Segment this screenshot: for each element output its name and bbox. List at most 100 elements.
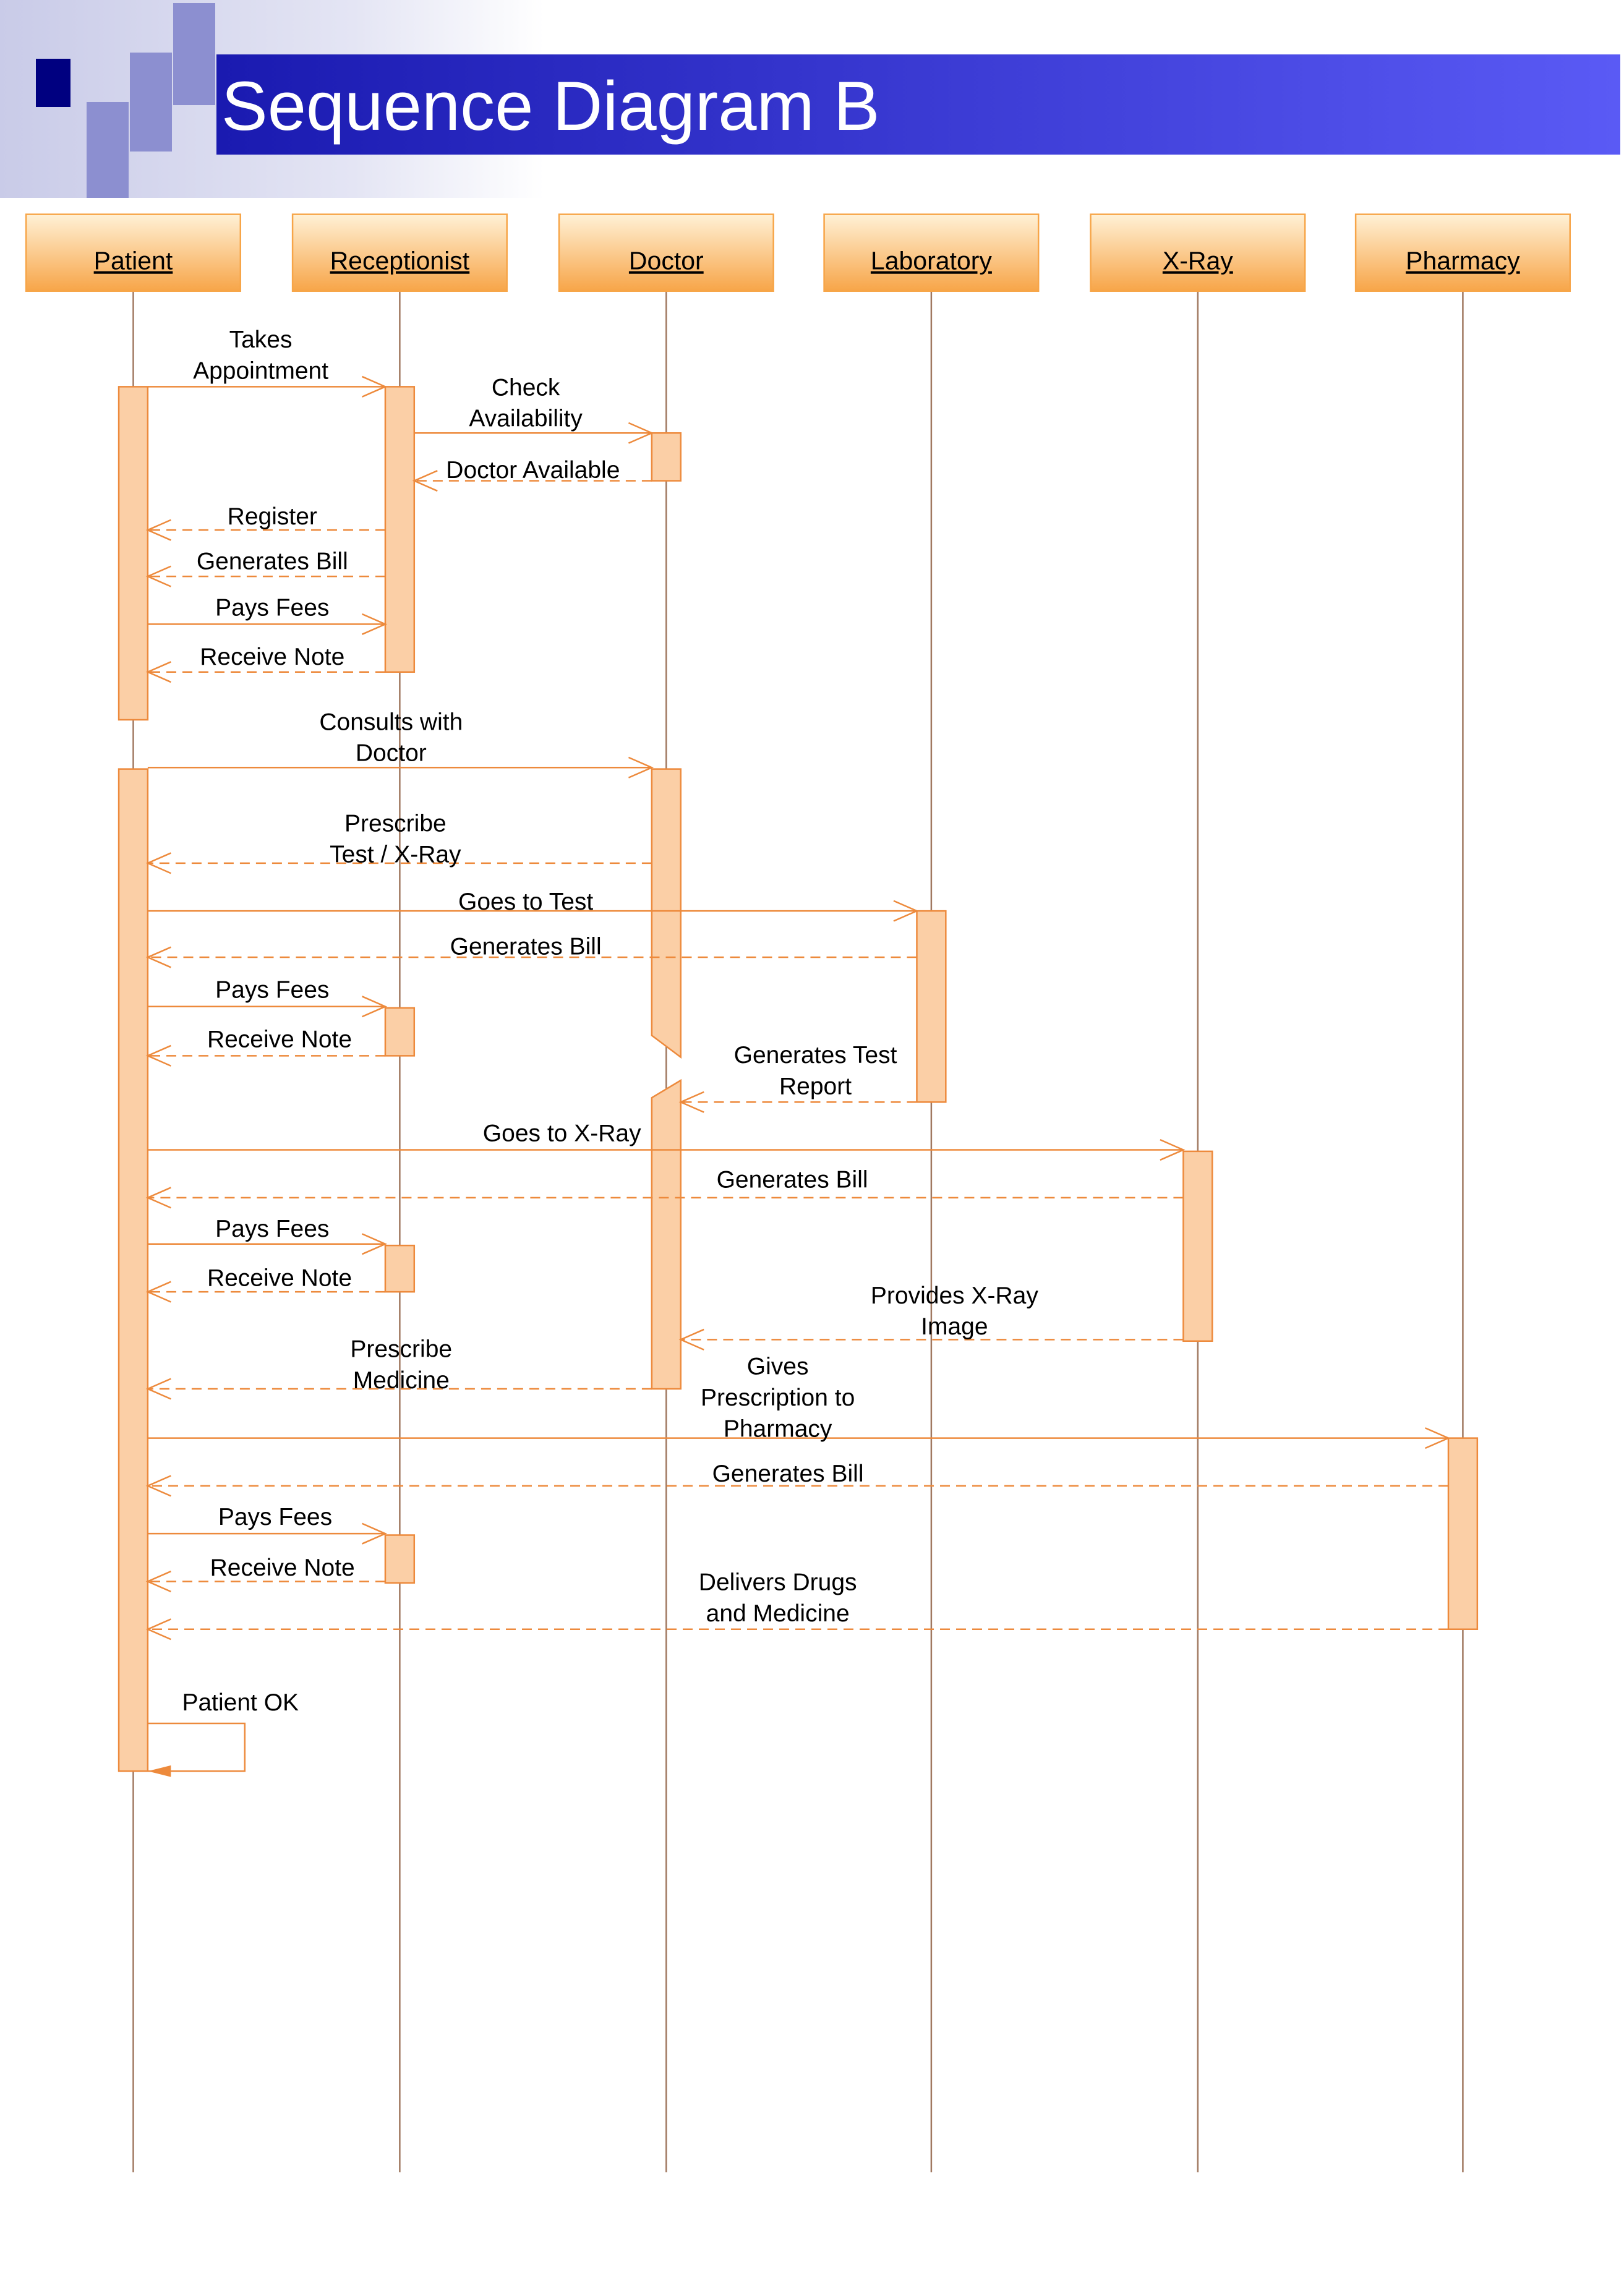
message-label: Prescribe bbox=[350, 1336, 452, 1362]
actor-box bbox=[1090, 213, 1306, 292]
actor-box bbox=[558, 213, 774, 292]
message-label: Pays Fees bbox=[215, 594, 329, 621]
header-square bbox=[173, 3, 215, 53]
actor-box bbox=[823, 213, 1040, 292]
title-banner bbox=[216, 54, 1620, 155]
message-label: Pays Fees bbox=[215, 1216, 329, 1242]
message: Receive Note bbox=[145, 1265, 385, 1303]
actor-doctor: Doctor bbox=[558, 213, 774, 292]
arrow-head bbox=[678, 1091, 704, 1113]
message-label: Generates Bill bbox=[712, 1461, 864, 1487]
header-square bbox=[87, 152, 129, 198]
header-square bbox=[130, 53, 172, 102]
actor-receptionist: Receptionist bbox=[291, 213, 508, 292]
message-label: Receive Note bbox=[200, 644, 344, 670]
arrow-head bbox=[145, 565, 171, 587]
message-label: Goes to X-Ray bbox=[483, 1120, 641, 1146]
activation-bar-doctor bbox=[651, 768, 682, 1059]
message: Generates Bill bbox=[145, 933, 917, 968]
message: Doctor Available bbox=[412, 457, 652, 492]
actors: Patient Receptionist Doctor Laboratory X-Ray… bbox=[25, 213, 1571, 292]
arrow-head bbox=[361, 613, 388, 635]
header-square bbox=[130, 102, 172, 152]
arrow-head bbox=[145, 946, 171, 968]
message: Goes to Test bbox=[147, 889, 919, 922]
message: Generates Bill bbox=[145, 548, 385, 587]
actor-xray: X-Ray bbox=[1090, 213, 1306, 292]
activation-bar-xray bbox=[1182, 1150, 1213, 1342]
message-label: Test / X-Ray bbox=[330, 842, 461, 868]
message-label: and Medicine bbox=[706, 1600, 850, 1627]
arrow-head bbox=[628, 422, 654, 444]
arrow-head bbox=[361, 1522, 388, 1545]
message-label: Pays Fees bbox=[215, 977, 329, 1004]
message-label: Check bbox=[492, 374, 560, 401]
message-label: Generates Bill bbox=[197, 548, 348, 574]
message-label: Generates Bill bbox=[717, 1166, 868, 1193]
arrow-head bbox=[361, 996, 388, 1018]
arrow-head bbox=[893, 900, 919, 922]
arrow-head bbox=[628, 756, 654, 779]
arrow-head bbox=[678, 1328, 704, 1351]
activation-bar-receptionist bbox=[384, 1534, 416, 1584]
message-label: Prescribe bbox=[344, 810, 447, 837]
actor-label: X-Ray bbox=[1163, 247, 1233, 275]
arrow-head bbox=[145, 661, 171, 683]
message: Generates Bill bbox=[145, 1166, 1184, 1209]
message-label: Patient OK bbox=[182, 1689, 299, 1716]
actor-box bbox=[25, 213, 242, 292]
actor-laboratory: Laboratory bbox=[823, 213, 1040, 292]
message-label: Takes bbox=[229, 326, 293, 353]
arrow-head bbox=[145, 1044, 171, 1067]
arrow-head bbox=[145, 1187, 171, 1209]
message-label: Prescription to bbox=[701, 1385, 855, 1411]
arrow-head bbox=[1160, 1139, 1186, 1161]
message: Receive Note bbox=[145, 644, 385, 683]
message: Pays Fees bbox=[147, 977, 388, 1018]
activation-bar-doctor bbox=[651, 432, 682, 482]
actor-box bbox=[1354, 213, 1571, 292]
actor-box bbox=[291, 213, 508, 292]
message: Pays Fees bbox=[147, 1216, 388, 1255]
arrow-head bbox=[145, 1475, 171, 1497]
message-label: Doctor Available bbox=[446, 457, 620, 484]
arrow-head bbox=[145, 1281, 171, 1303]
arrow-head bbox=[361, 1233, 388, 1255]
message-label: Receive Note bbox=[207, 1265, 352, 1292]
actor-patient: Patient bbox=[25, 213, 242, 292]
message: Generates Bill bbox=[145, 1461, 1448, 1497]
message-label: Goes to Test bbox=[458, 889, 593, 915]
arrow-head bbox=[147, 1765, 171, 1777]
message-label: Receive Note bbox=[207, 1026, 352, 1052]
actor-label: Laboratory bbox=[871, 247, 993, 275]
message: Pays Fees bbox=[147, 1504, 388, 1545]
arrow-head bbox=[145, 852, 171, 874]
message-label: Availability bbox=[469, 406, 583, 432]
message: Patient OK bbox=[147, 1689, 299, 1777]
arrow-head bbox=[145, 1378, 171, 1400]
message: Pays Fees bbox=[147, 594, 388, 635]
activation-bar-receptionist bbox=[384, 1007, 416, 1057]
message: Goes to X-Ray bbox=[147, 1120, 1186, 1161]
arrow-head bbox=[361, 375, 388, 398]
arrow-head bbox=[412, 470, 438, 492]
message-label: Consults with bbox=[319, 709, 463, 735]
message-label: Pharmacy bbox=[724, 1415, 832, 1442]
message-label: Appointment bbox=[193, 357, 328, 384]
activation-bar-receptionist bbox=[384, 1244, 416, 1293]
message-label: Delivers Drugs bbox=[699, 1569, 857, 1596]
message-label: Pays Fees bbox=[218, 1504, 332, 1530]
messages: TakesAppointmentCheckAvailabilityDoctor … bbox=[145, 326, 1451, 1777]
actor-label: Doctor bbox=[629, 247, 704, 275]
message-label: Receive Note bbox=[210, 1555, 355, 1581]
message-label: Gives bbox=[747, 1354, 809, 1380]
activation-bar-doctor bbox=[651, 1078, 682, 1390]
arrow-head bbox=[145, 1570, 171, 1593]
